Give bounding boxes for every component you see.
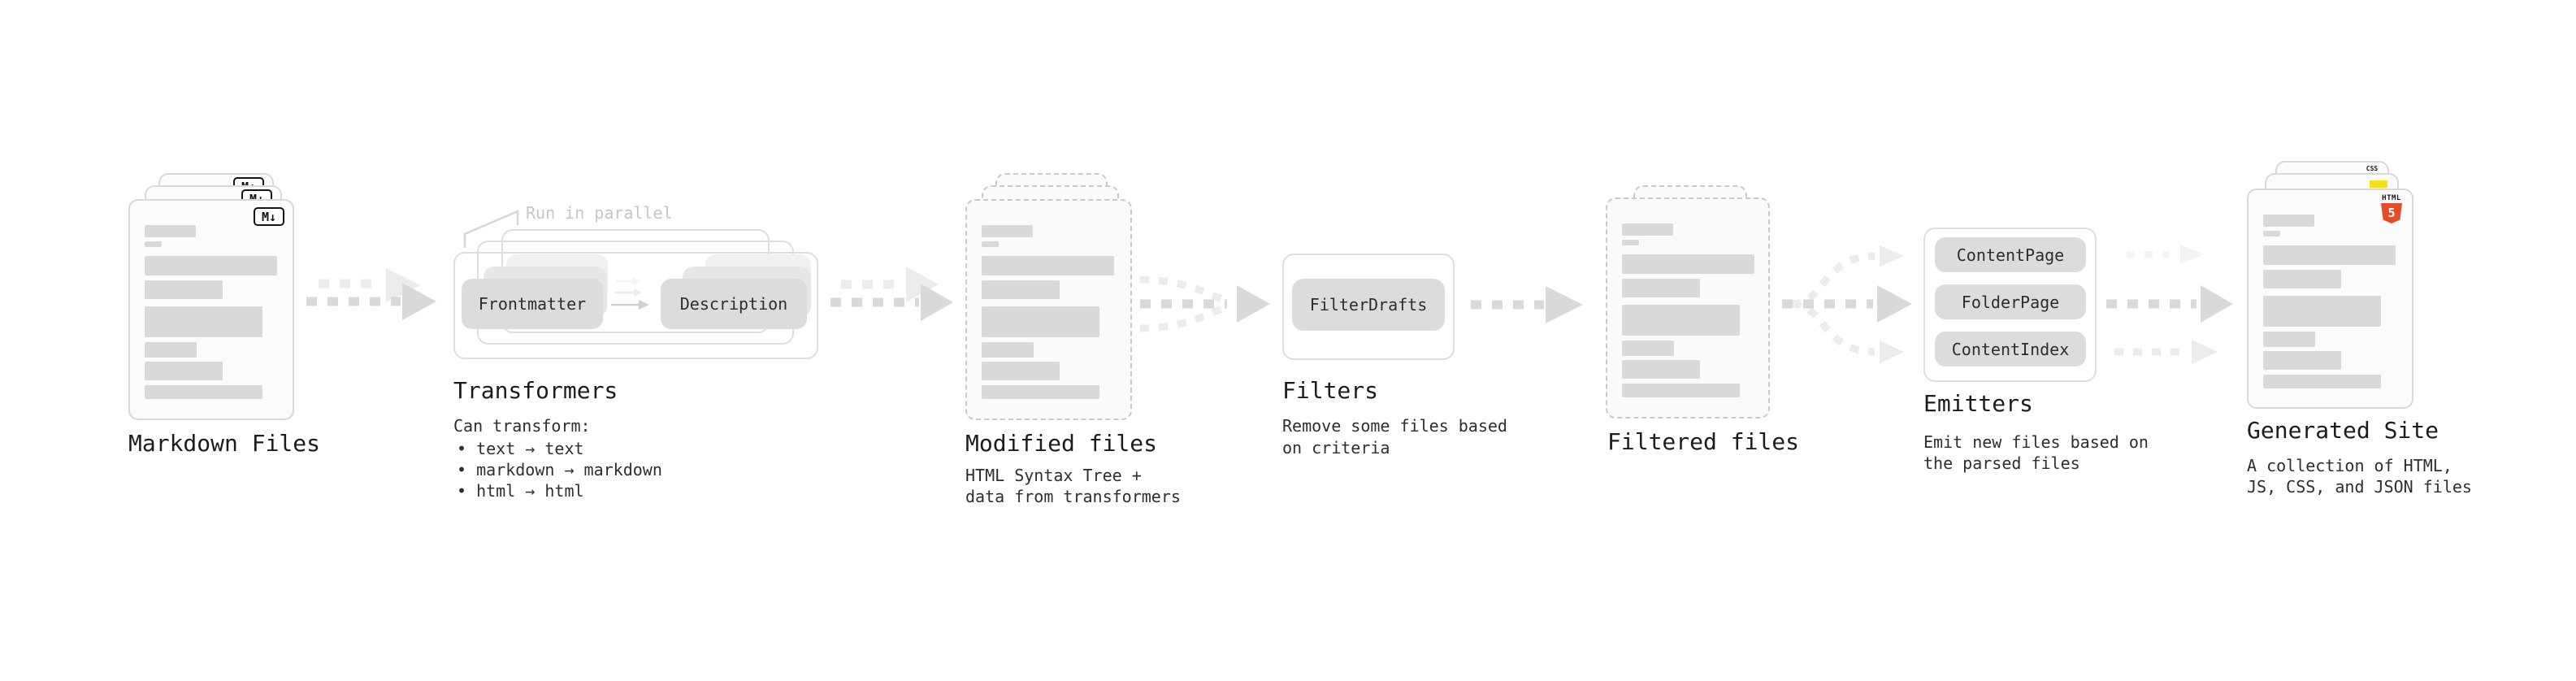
html5-icon: HTML 5 (2379, 194, 2404, 223)
transformers-bullet: • html → html (457, 481, 584, 501)
placeholder-line (1622, 305, 1740, 336)
emitter-pill-contentindex: ContentIndex (1935, 332, 2086, 367)
generated-file-card-html: HTML 5 (2247, 189, 2413, 409)
placeholder-line (145, 342, 197, 358)
stage-title-filtered-files: Filtered files (1607, 428, 1800, 455)
flow-arrow-emitters-to-generated (2106, 245, 2233, 364)
flow-arrow-filtered-to-emitters (1782, 245, 1912, 363)
generated-site-desc: JS, CSS, and JSON files (2247, 477, 2472, 497)
placeholder-line (982, 280, 1060, 299)
emitter-pill-folderpage: FolderPage (1935, 284, 2086, 319)
filters-desc: Remove some files based (1282, 416, 1507, 436)
transformer-pill-label: Frontmatter (478, 294, 587, 314)
html5-icon-shield: 5 (2381, 203, 2402, 223)
stage-title-markdown-files: Markdown Files (128, 430, 321, 457)
js-icon (2370, 180, 2387, 188)
filtered-file-card-front (1606, 197, 1770, 419)
placeholder-line (1622, 384, 1740, 397)
stage-title-generated-site: Generated Site (2247, 417, 2439, 444)
placeholder-line (145, 225, 196, 237)
flow-arrow-transformers-to-modified (830, 267, 953, 321)
transformers-bullet: • text → text (457, 439, 584, 458)
placeholder-line (1622, 340, 1674, 356)
placeholder-line (982, 362, 1060, 380)
placeholder-line (1622, 240, 1639, 245)
placeholder-lines (982, 201, 1119, 399)
flow-arrow-filters-to-filtered (1471, 286, 1583, 323)
flow-arrow-modified-to-filters (1139, 275, 1270, 332)
placeholder-line (2263, 332, 2315, 347)
transformers-bullet: • markdown → markdown (457, 460, 662, 479)
filters-desc: on criteria (1282, 438, 1390, 458)
transformer-pill-frontmatter: Frontmatter (462, 279, 603, 329)
generated-site-desc: A collection of HTML, (2247, 456, 2452, 475)
css-icon-wordmark: CSS (2366, 165, 2379, 172)
placeholder-line (1622, 279, 1700, 297)
placeholder-line (145, 306, 262, 337)
placeholder-line (145, 280, 223, 299)
markdown-icon-glyph: M↓ (261, 209, 277, 224)
placeholder-line (145, 256, 277, 275)
transformer-box-front (453, 252, 818, 359)
transformers-desc-heading: Can transform: (453, 416, 591, 436)
emitter-pill-label: ContentPage (1956, 245, 2065, 265)
stage-title-emitters: Emitters (1923, 390, 2033, 417)
run-in-parallel-leader-line (463, 210, 519, 248)
markdown-file-card-front: M↓ (128, 199, 294, 420)
filter-pill-filterdrafts: FilterDrafts (1292, 279, 1445, 331)
placeholder-line (2263, 245, 2396, 265)
emitter-pill-contentpage: ContentPage (1935, 237, 2086, 272)
placeholder-line (2263, 215, 2314, 227)
placeholder-line (2263, 351, 2341, 370)
emitters-desc: the parsed files (1923, 453, 2080, 473)
modified-files-desc: HTML Syntax Tree + (965, 466, 1142, 485)
placeholder-line (2263, 231, 2280, 236)
markdown-icon: M↓ (254, 207, 284, 226)
html5-icon-wordmark: HTML (2382, 194, 2401, 202)
placeholder-line (2263, 375, 2381, 388)
emitter-pill-label: ContentIndex (1951, 339, 2070, 359)
placeholder-line (2263, 296, 2381, 327)
placeholder-line (982, 306, 1099, 337)
html5-icon-numeral: 5 (2387, 206, 2396, 220)
stage-title-filters: Filters (1282, 377, 1379, 404)
placeholder-line (145, 241, 162, 247)
run-in-parallel-annotation: Run in parallel (526, 203, 673, 223)
placeholder-lines (2263, 190, 2400, 388)
placeholder-line (2263, 270, 2341, 288)
modified-files-desc: data from transformers (965, 487, 1181, 506)
emitters-desc: Emit new files based on (1923, 432, 2149, 452)
placeholder-line (1622, 360, 1700, 379)
filter-pill-label: FilterDrafts (1309, 295, 1428, 314)
flow-arrow-markdown-to-transformers (306, 268, 436, 320)
placeholder-line (982, 241, 999, 247)
transformer-pill-label: Description (679, 294, 788, 314)
placeholder-line (145, 385, 262, 399)
placeholder-line (982, 342, 1034, 358)
placeholder-line (982, 256, 1114, 275)
emitter-pill-label: FolderPage (1961, 292, 2060, 312)
placeholder-lines (1622, 199, 1757, 397)
stage-title-transformers: Transformers (453, 377, 618, 404)
placeholder-line (1622, 223, 1673, 236)
stage-title-modified-files: Modified files (965, 430, 1158, 457)
parallel-run-arrows-icon (611, 277, 649, 310)
placeholder-lines (145, 201, 281, 399)
placeholder-line (982, 385, 1099, 399)
transformer-pill-description: Description (661, 279, 807, 329)
placeholder-line (982, 225, 1033, 237)
placeholder-line (145, 362, 223, 380)
placeholder-line (1622, 254, 1754, 274)
modified-file-card-front (965, 199, 1132, 420)
